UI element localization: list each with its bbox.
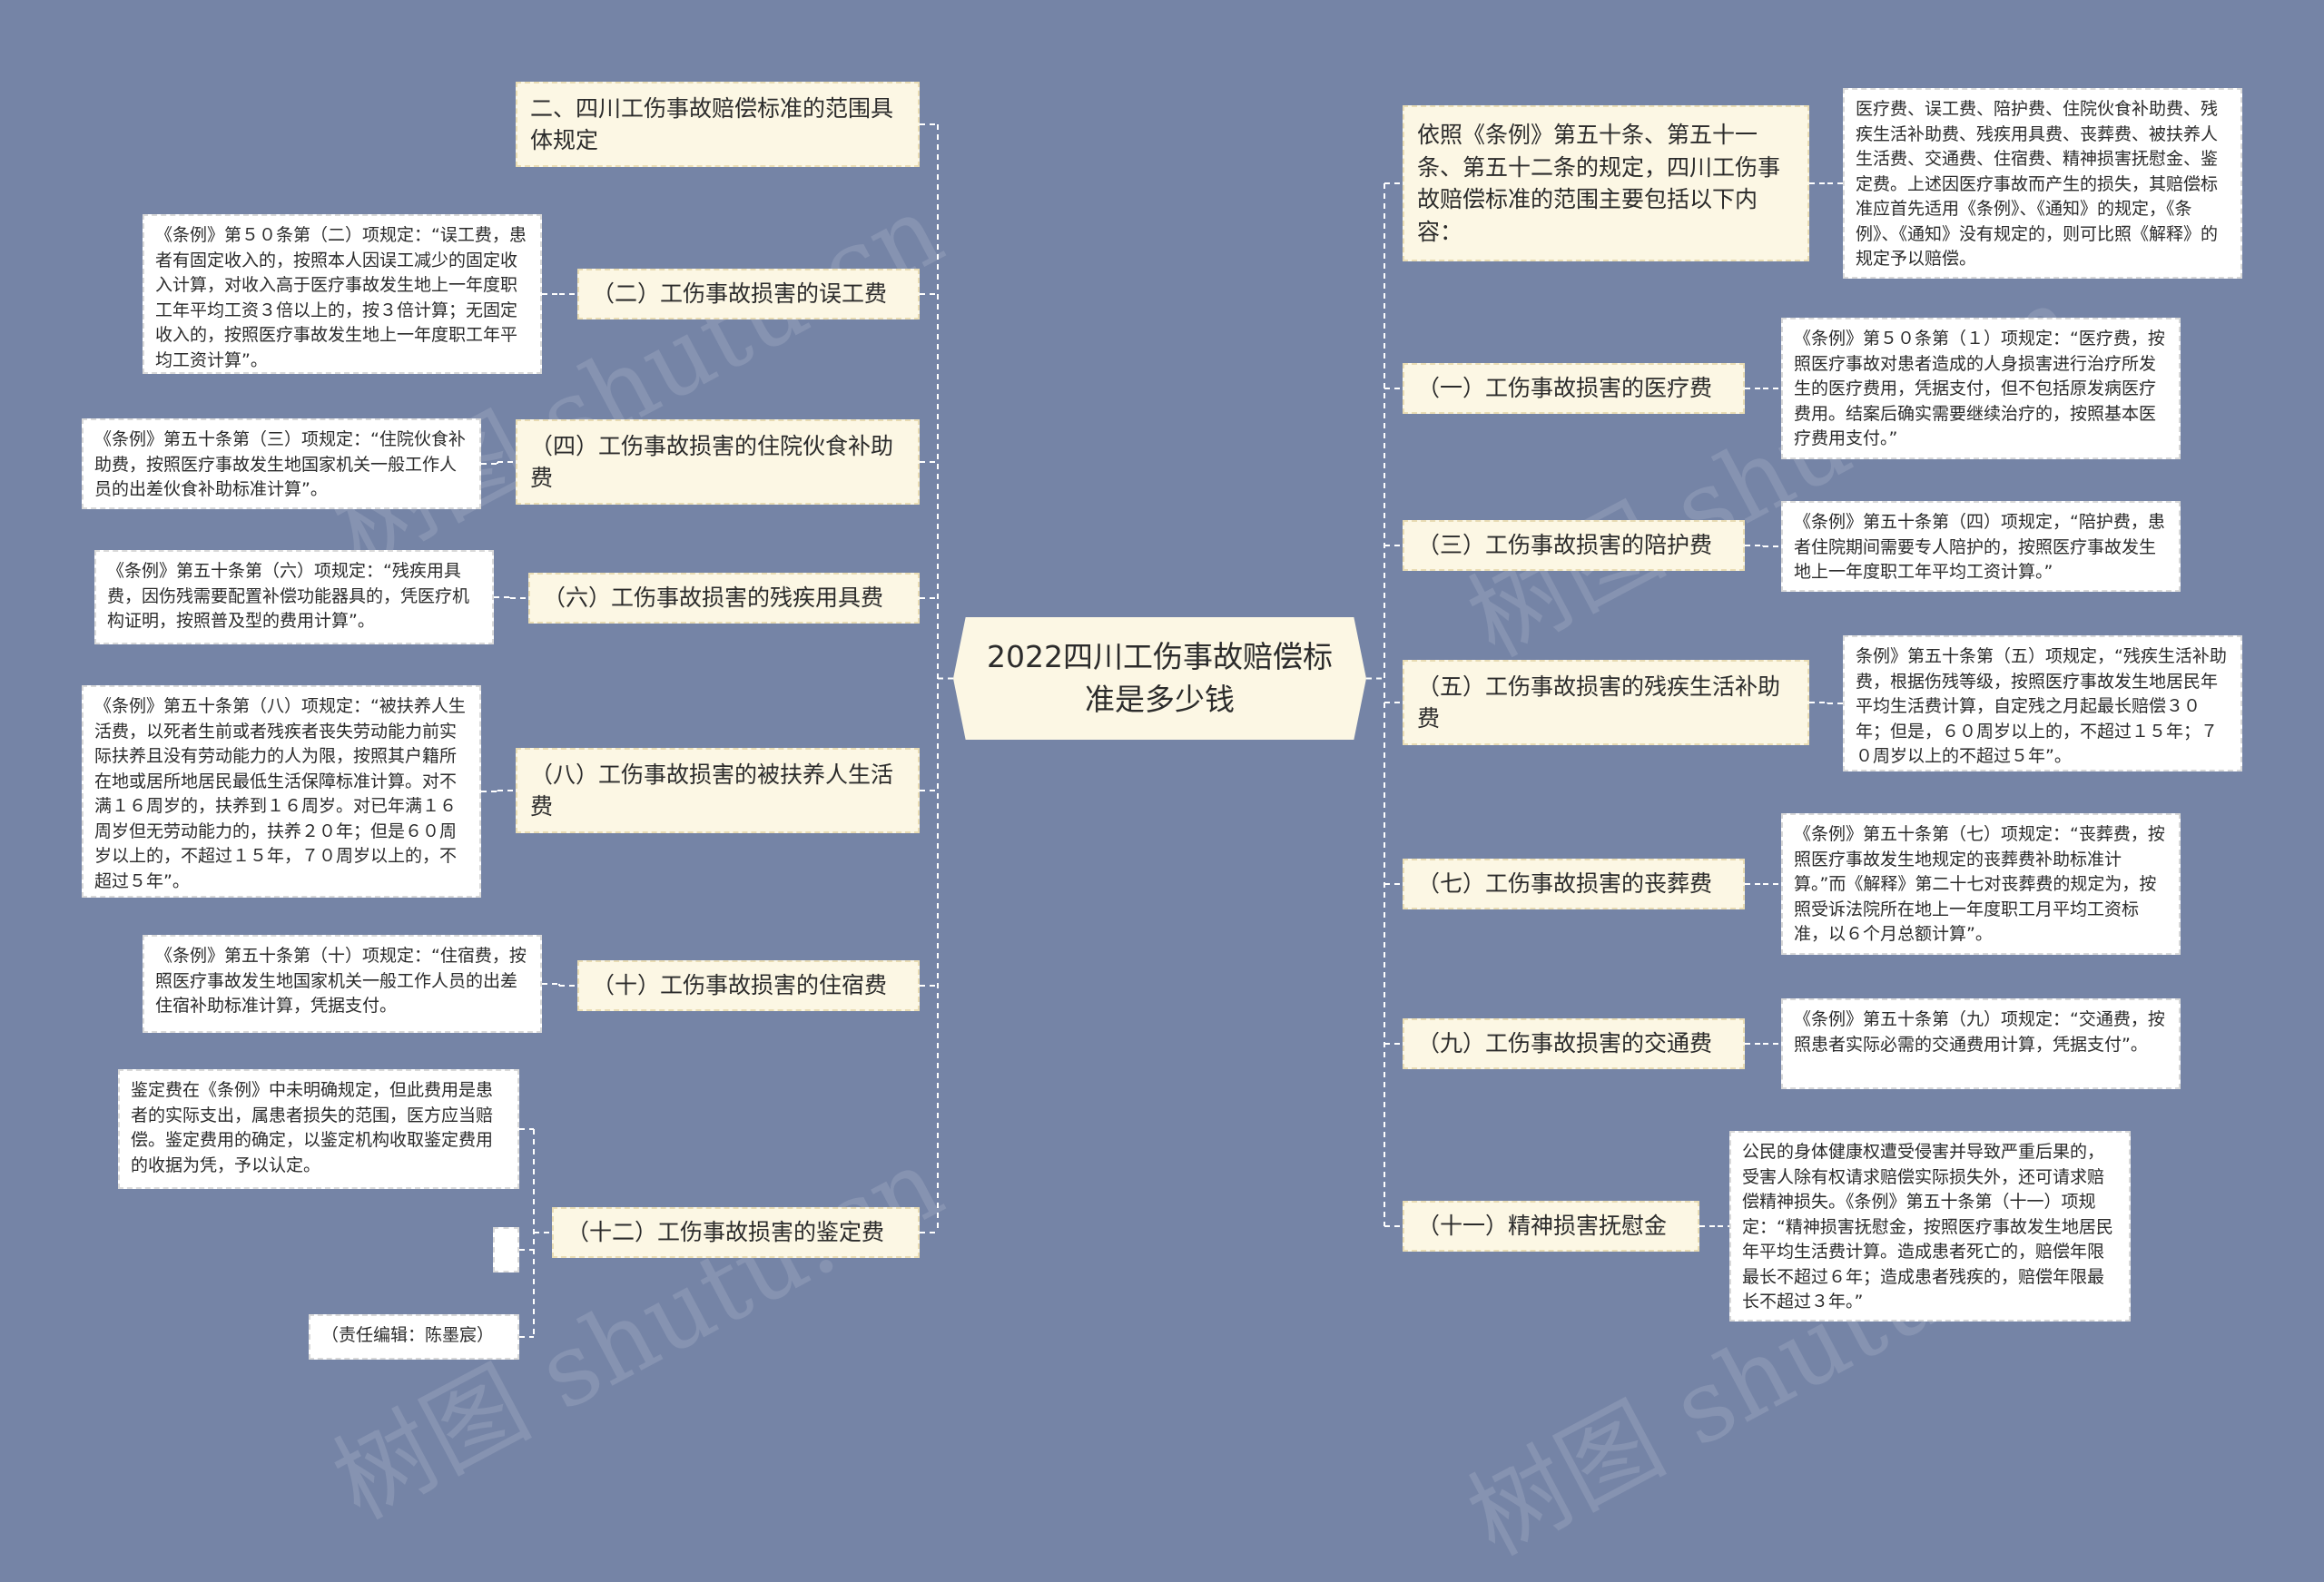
detail-nursing-fee: 《条例》第五十条第（四）项规定，“陪护费，患者住院期间需要专人陪护的，按照医疗事… (1781, 501, 2181, 592)
detail-funeral-expenses: 《条例》第五十条第（七）项规定：“丧葬费，按照医疗事故发生地规定的丧葬费补助标准… (1781, 813, 2181, 955)
detail-transportation: 《条例》第五十条第（九）项规定：“交通费，按照患者实际必需的交通费用计算，凭据支… (1781, 998, 2181, 1089)
branch-dependent-living-expenses[interactable]: （八）工伤事故损害的被扶养人生活费 (516, 748, 920, 833)
branch-scope-heading[interactable]: 二、四川工伤事故赔偿标准的范围具体规定 (516, 82, 920, 167)
detail-dependent-living-expenses: 《条例》第五十条第（八）项规定：“被扶养人生活费，以死者生前或者残疾者丧失劳动能… (82, 685, 481, 898)
branch-emotional-damage[interactable]: （十一）精神损害抚慰金 (1403, 1201, 1699, 1252)
branch-disability-living-subsidy[interactable]: （五）工伤事故损害的残疾生活补助费 (1403, 660, 1809, 745)
branch-scope-intro[interactable]: 依照《条例》第五十条、第五十一条、第五十二条的规定，四川工伤事故赔偿标准的范围主… (1403, 105, 1809, 261)
branch-transportation[interactable]: （九）工伤事故损害的交通费 (1403, 1018, 1745, 1069)
root-topic[interactable]: 2022四川工伤事故赔偿标准是多少钱 (953, 617, 1366, 740)
detail-hospital-meal-allowance: 《条例》第五十条第（三）项规定：“住院伙食补助费，按照医疗事故发生地国家机关一般… (82, 418, 481, 509)
branch-disability-equipment[interactable]: （六）工伤事故损害的残疾用具费 (528, 573, 920, 624)
connector-layer (481, 123, 1843, 1338)
detail-disability-living-subsidy: 条例》第五十条第（五）项规定，“残疾生活补助费，根据伤残等级，按照医疗事故发生地… (1843, 635, 2242, 771)
detail-empty-note (493, 1227, 519, 1272)
branch-funeral-expenses[interactable]: （七）工伤事故损害的丧葬费 (1403, 859, 1745, 909)
branch-appraisal-fee[interactable]: （十二）工伤事故损害的鉴定费 (552, 1207, 920, 1258)
detail-emotional-damage: 公民的身体健康权遭受侵害并导致严重后果的，受害人除有权请求赔偿实际损失外，还可请… (1729, 1131, 2131, 1322)
branch-lost-wages[interactable]: （二）工伤事故损害的误工费 (577, 269, 920, 319)
detail-scope-intro: 医疗费、误工费、陪护费、住院伙食补助费、残疾生活补助费、残疾用具费、丧葬费、被扶… (1843, 88, 2242, 279)
branch-medical-expenses[interactable]: （一）工伤事故损害的医疗费 (1403, 363, 1745, 414)
detail-medical-expenses: 《条例》第５０条第（１）项规定：“医疗费，按照医疗事故对患者造成的人身损害进行治… (1781, 318, 2181, 459)
branch-nursing-fee[interactable]: （三）工伤事故损害的陪护费 (1403, 520, 1745, 571)
branch-hospital-meal-allowance[interactable]: （四）工伤事故损害的住院伙食补助费 (516, 419, 920, 505)
detail-editor-credit: （责任编辑：陈墨宸） (309, 1314, 519, 1360)
detail-accommodation: 《条例》第五十条第（十）项规定：“住宿费，按照医疗事故发生地国家机关一般工作人员… (143, 935, 542, 1033)
branch-accommodation[interactable]: （十）工伤事故损害的住宿费 (577, 960, 920, 1011)
detail-disability-equipment: 《条例》第五十条第（六）项规定：“残疾用具费，因伤残需要配置补偿功能器具的，凭医… (94, 550, 494, 644)
mindmap-canvas: 树图 shutu.cn 树图 shutu.cn 树图 shutu.cn 树图 s… (82, 82, 2242, 1577)
root-topic-title: 2022四川工伤事故赔偿标准是多少钱 (987, 638, 1333, 717)
detail-lost-wages: 《条例》第５０条第（二）项规定：“误工费，患者有固定收入的，按照本人因误工减少的… (143, 214, 542, 374)
detail-appraisal-fee: 鉴定费在《条例》中未明确规定，但此费用是患者的实际支出，属患者损失的范围，医方应… (118, 1069, 519, 1189)
